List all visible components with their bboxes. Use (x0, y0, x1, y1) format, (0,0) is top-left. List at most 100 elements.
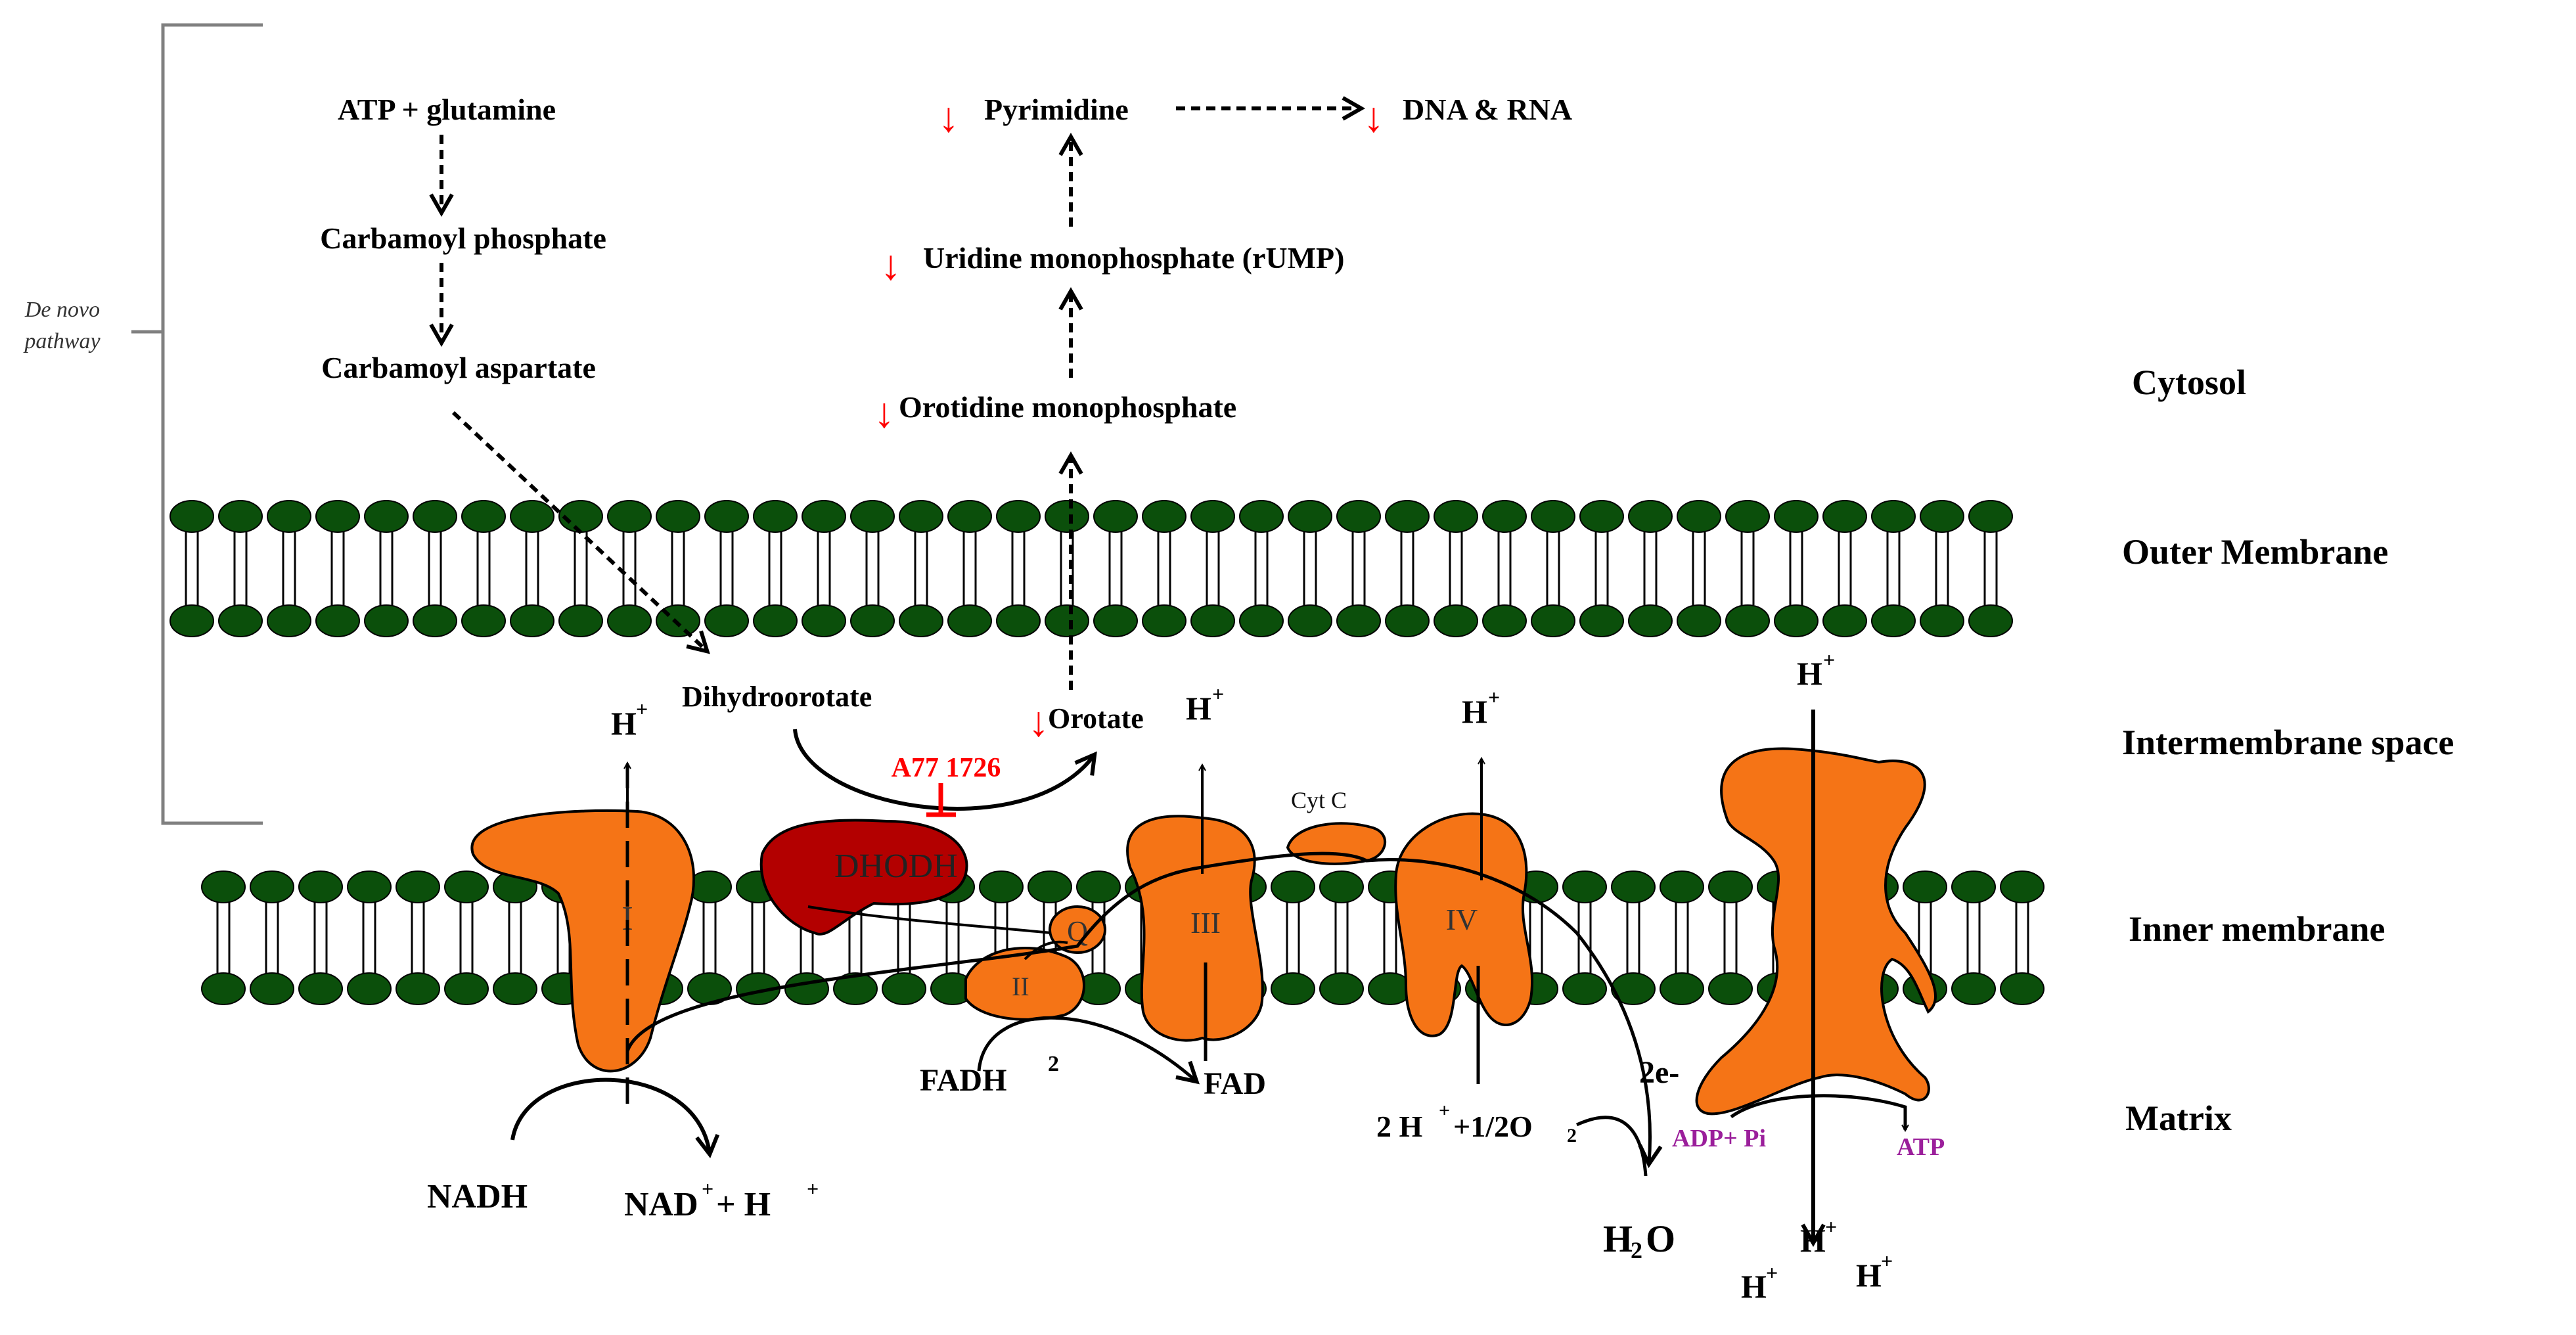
outer-membrane-bilayer (169, 500, 2013, 637)
fadh2-subscript: 2 (1048, 1052, 1059, 1076)
inner-membrane-lipid-head (1562, 972, 1607, 1005)
outer-membrane-lipid-head (656, 500, 700, 533)
dhodh-enzyme (759, 819, 968, 936)
nad-label: NAD (624, 1186, 698, 1223)
inner-membrane-lipid-head (444, 871, 489, 903)
ump-decrease-arrow: ↓ (880, 242, 901, 288)
outer-membrane-lipid-head (704, 500, 749, 533)
outer-membrane-lipid-head (1336, 500, 1381, 533)
pyrimidine-decrease-arrow: ↓ (938, 94, 959, 141)
inner-membrane-lipid-head (882, 972, 926, 1005)
outer-membrane-lipid-head (364, 604, 409, 637)
matrix-h-plus-3-charge: + (1881, 1249, 1893, 1273)
oxygen-rxn-o2-sub: 2 (1567, 1125, 1577, 1146)
matrix-h-plus-1-charge: + (1825, 1215, 1837, 1238)
inner-membrane-bilayer (201, 871, 2045, 1005)
outer-membrane-lipid-head (1288, 500, 1332, 533)
outer-membrane-lipid-head (753, 500, 798, 533)
coenzyme-q-label: Q (1067, 915, 1088, 947)
outer-membrane-lipid-head (1871, 604, 1916, 637)
inner-membrane-lipid-head (1951, 871, 1996, 903)
inner-membrane-lipid-head (1271, 871, 1315, 903)
inhibitor-bar (926, 783, 956, 817)
inner-membrane-lipid-head (833, 972, 878, 1005)
inner-membrane-lipid-head (2000, 972, 2045, 1005)
outer-membrane-lipid-head (558, 604, 603, 637)
outer-membrane-lipid-head (1774, 500, 1819, 533)
inner-membrane-lipid-head (1951, 972, 1996, 1005)
outer-membrane-lipid-head (607, 604, 652, 637)
cytosol-label: Cytosol (2132, 363, 2246, 402)
atp-label: ATP (1897, 1133, 1945, 1161)
outer-membrane-lipid-head (1434, 604, 1478, 637)
outer-membrane-lipid-head (850, 500, 895, 533)
pyrimidine-label: Pyrimidine (984, 93, 1129, 126)
inner-membrane-lipid-head (1660, 871, 1704, 903)
complex-i (470, 809, 696, 1073)
matrix-label: Matrix (2125, 1098, 2232, 1138)
outer-membrane-lipid-head (169, 604, 214, 637)
matrix-h-plus-1: H (1800, 1222, 1826, 1259)
outer-membrane-lipid-head (1482, 604, 1527, 637)
nad-plus-h: + H (716, 1186, 771, 1223)
inner-membrane-lipid-head (493, 972, 537, 1005)
complex-ii-to-q-path (1024, 940, 1068, 961)
outer-membrane-lipid-head (1190, 500, 1235, 533)
inner-membrane-lipid-head (395, 972, 440, 1005)
outer-membrane-lipid-head (1288, 604, 1332, 637)
de-novo-label: De novo (24, 298, 100, 322)
complex-i-label: I (621, 900, 633, 938)
inner-membrane-lipid-head (395, 871, 440, 903)
inner-membrane-lipid-head (347, 972, 392, 1005)
cyt-c-label: Cyt C (1291, 787, 1347, 813)
outer-membrane-lipid-head (510, 604, 554, 637)
outer-membrane-lipid-head (218, 604, 263, 637)
outer-membrane-lipid-head (1239, 500, 1284, 533)
inner-membrane-lipid-head (1562, 871, 1607, 903)
outer-membrane-lipid-head (1336, 604, 1381, 637)
outer-membrane-lipid-head (267, 500, 311, 533)
outer-membrane-lipid-head (802, 500, 846, 533)
inner-membrane-lipid-head (250, 972, 294, 1005)
outer-membrane-lipid-head (1142, 500, 1186, 533)
atp-glutamine-label: ATP + glutamine (338, 93, 556, 126)
complex-i-h-plus: H (611, 705, 637, 742)
outer-membrane-lipid-head (1920, 604, 1964, 637)
inner-membrane-lipid-head (979, 871, 1024, 903)
outer-membrane-lipid-head (1628, 604, 1673, 637)
outer-membrane-lipid-head (1531, 500, 1575, 533)
oxygen-rxn-2h: 2 H (1376, 1110, 1423, 1143)
outer-membrane-lipid-head (218, 500, 263, 533)
arrow-dihydroorotate-to-orotate (793, 729, 1097, 811)
water-sub: 2 (1631, 1237, 1642, 1263)
outer-membrane-lipid-head (1774, 604, 1819, 637)
outer-membrane-lipid-head (1093, 500, 1138, 533)
inner-membrane-lipid-head (444, 972, 489, 1005)
oxygen-rxn-h-charge: + (1439, 1100, 1450, 1121)
outer-membrane-lipid-head (169, 500, 214, 533)
inner-membrane-lipid-head (298, 972, 343, 1005)
atp-synthase-h-plus-top-charge: + (1823, 648, 1835, 671)
de-novo-bracket (131, 23, 263, 825)
complex-iii (1126, 815, 1264, 1042)
outer-membrane-lipid-head (461, 500, 506, 533)
inner-membrane-lipid-head (1708, 972, 1753, 1005)
inner-membrane-lipid-head (1076, 871, 1121, 903)
matrix-h-plus-2-charge: + (1766, 1261, 1778, 1284)
complex-iv-label: IV (1446, 903, 1478, 936)
outer-membrane-lipid-head (364, 500, 409, 533)
outer-membrane-label: Outer Membrane (2122, 532, 2388, 572)
outer-membrane-lipid-head (1968, 500, 2013, 533)
complex-iii-h-plus-charge: + (1212, 682, 1224, 706)
outer-membrane-lipid-head (315, 500, 360, 533)
outer-membrane-lipid-head (1725, 500, 1770, 533)
outer-membrane-lipid-head (1628, 500, 1673, 533)
inner-membrane-lipid-head (1708, 871, 1753, 903)
outer-membrane-lipid-head (1725, 604, 1770, 637)
outer-membrane-lipid-head (1482, 500, 1527, 533)
fadh2-label: FADH (920, 1063, 1006, 1098)
outer-membrane-lipid-head (1385, 500, 1430, 533)
outer-membrane-lipid-head (850, 604, 895, 637)
outer-membrane-lipid-head (1045, 500, 1089, 533)
